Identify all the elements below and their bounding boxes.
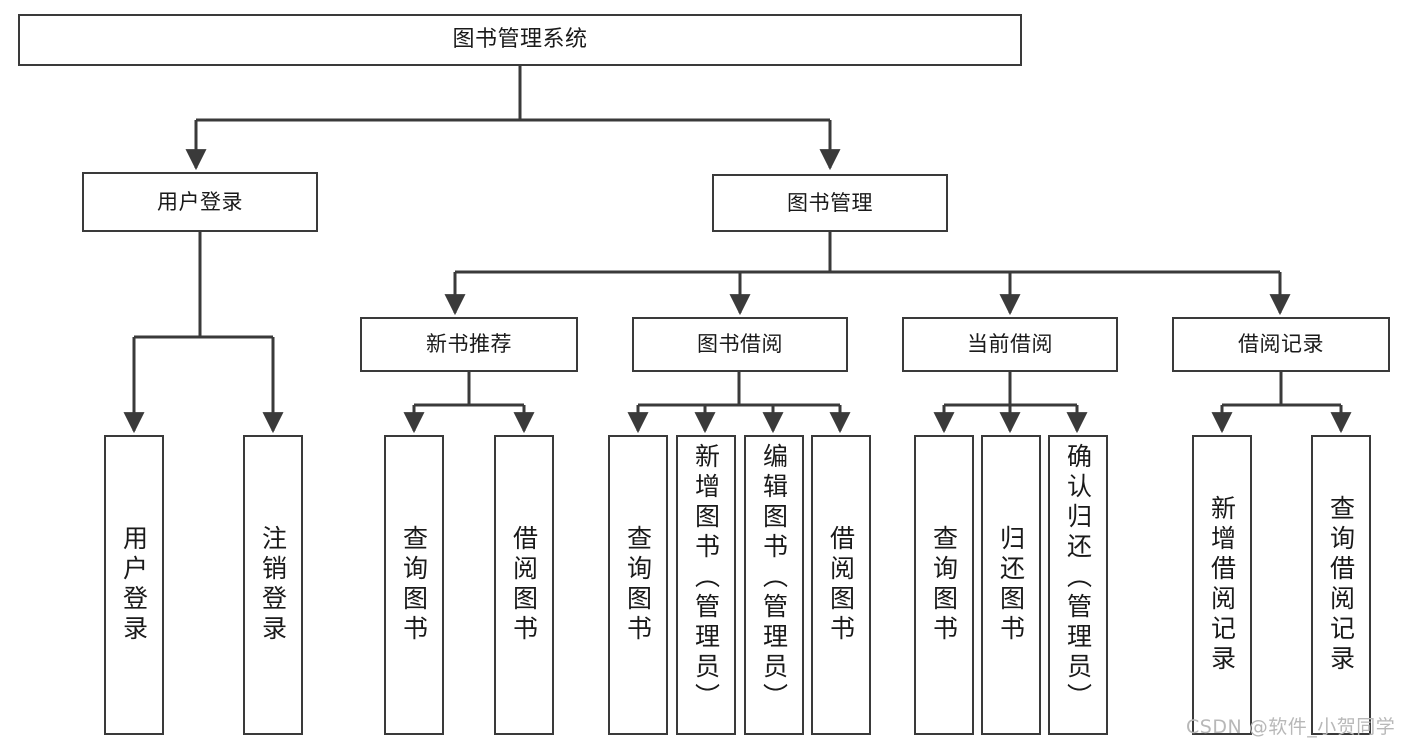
node-leaf-borrow-book-recommend[interactable]: 借阅图书 bbox=[494, 435, 554, 735]
node-label: 查询借阅记录 bbox=[1326, 495, 1356, 675]
node-label: 新书推荐 bbox=[426, 332, 512, 357]
node-leaf-query-book-borrow[interactable]: 查询图书 bbox=[608, 435, 668, 735]
node-label: 借阅记录 bbox=[1238, 332, 1324, 357]
node-book-management[interactable]: 图书管理 bbox=[712, 174, 948, 232]
node-label: 新增借阅记录 bbox=[1207, 495, 1237, 675]
node-label: 用户登录 bbox=[157, 189, 243, 214]
node-label: 当前借阅 bbox=[967, 332, 1053, 357]
node-current-borrow[interactable]: 当前借阅 bbox=[902, 317, 1118, 372]
node-label: 确认归还（管理员） bbox=[1063, 443, 1093, 713]
node-label: 用户登录 bbox=[119, 525, 149, 645]
node-label: 新增图书（管理员） bbox=[691, 443, 721, 713]
node-book-borrow[interactable]: 图书借阅 bbox=[632, 317, 848, 372]
node-label: 借阅图书 bbox=[509, 525, 539, 645]
node-leaf-return-book[interactable]: 归还图书 bbox=[981, 435, 1041, 735]
node-leaf-edit-book-admin[interactable]: 编辑图书（管理员） bbox=[744, 435, 804, 735]
node-leaf-logout-login[interactable]: 注销登录 bbox=[243, 435, 303, 735]
node-label: 借阅图书 bbox=[826, 525, 856, 645]
node-borrow-record[interactable]: 借阅记录 bbox=[1172, 317, 1390, 372]
node-root-book-management-system[interactable]: 图书管理系统 bbox=[18, 14, 1022, 66]
csdn-watermark: CSDN @软件_小贺同学 bbox=[1186, 716, 1396, 738]
node-user-login[interactable]: 用户登录 bbox=[82, 172, 318, 232]
node-leaf-add-book-admin[interactable]: 新增图书（管理员） bbox=[676, 435, 736, 735]
node-label: 注销登录 bbox=[258, 525, 288, 645]
node-leaf-query-borrow-record[interactable]: 查询借阅记录 bbox=[1311, 435, 1371, 735]
node-leaf-borrow-book-borrow[interactable]: 借阅图书 bbox=[811, 435, 871, 735]
node-label: 查询图书 bbox=[929, 525, 959, 645]
node-label: 查询图书 bbox=[399, 525, 429, 645]
node-leaf-user-login[interactable]: 用户登录 bbox=[104, 435, 164, 735]
node-label: 归还图书 bbox=[996, 525, 1026, 645]
node-leaf-add-borrow-record[interactable]: 新增借阅记录 bbox=[1192, 435, 1252, 735]
node-label: 编辑图书（管理员） bbox=[759, 443, 789, 713]
node-new-book-recommend[interactable]: 新书推荐 bbox=[360, 317, 578, 372]
node-label: 查询图书 bbox=[623, 525, 653, 645]
node-label: 图书借阅 bbox=[697, 332, 783, 357]
node-leaf-confirm-return-admin[interactable]: 确认归还（管理员） bbox=[1048, 435, 1108, 735]
node-leaf-query-book-current[interactable]: 查询图书 bbox=[914, 435, 974, 735]
node-leaf-query-book-recommend[interactable]: 查询图书 bbox=[384, 435, 444, 735]
node-label: 图书管理 bbox=[787, 190, 873, 215]
node-label: 图书管理系统 bbox=[452, 27, 588, 53]
